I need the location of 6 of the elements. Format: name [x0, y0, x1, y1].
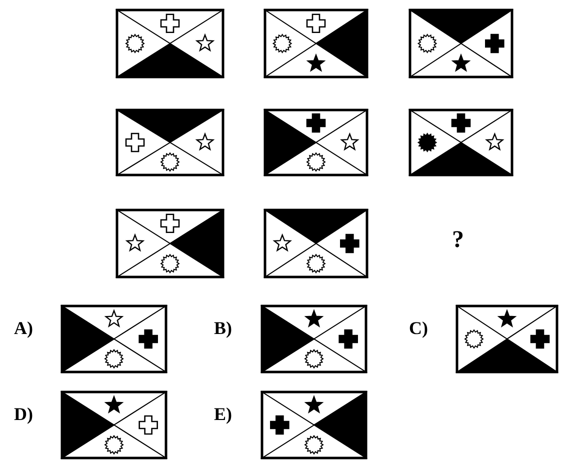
option-letter: C) [409, 318, 428, 338]
option-letter: B) [214, 318, 232, 338]
option-letter: A) [14, 318, 33, 338]
option-letter: E) [214, 404, 232, 424]
option-letter: D) [14, 404, 33, 424]
question-mark: ? [452, 230, 464, 250]
